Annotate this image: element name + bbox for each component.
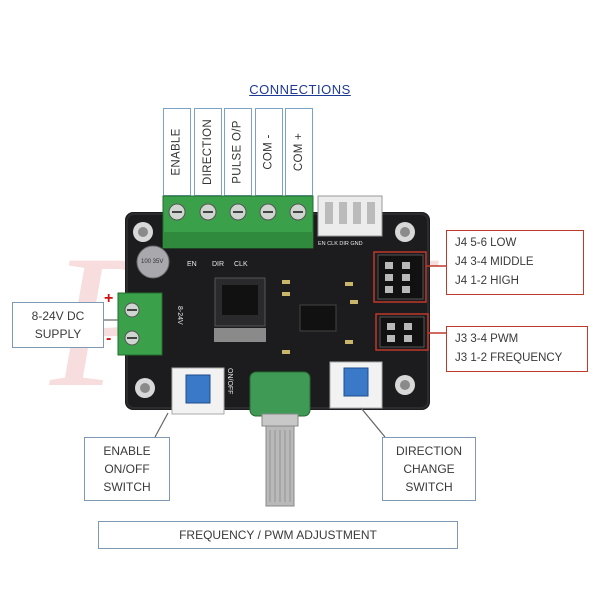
j4-high: J4 1-2 HIGH: [455, 275, 519, 287]
direction-switch-button: [343, 367, 369, 397]
silk-dir: DIR: [212, 261, 224, 268]
minus-sign: -: [106, 330, 112, 347]
direction-switch-label: DIRECTION CHANGE SWITCH: [382, 437, 476, 501]
label-com-minus: COM -: [255, 108, 283, 196]
j3-pwm: J3 3-4 PWM: [455, 333, 519, 345]
j3-highlight: [375, 313, 429, 351]
connections-title: CONNECTIONS: [249, 82, 351, 97]
label-pulse-op: PULSE O/P: [224, 108, 252, 196]
direction-callout-line: [360, 407, 386, 438]
silk-en: EN: [187, 261, 197, 268]
j4-jumper-header: [377, 254, 424, 300]
j4-middle: J4 3-4 MIDDLE: [455, 256, 534, 268]
label-direction: DIRECTION: [194, 108, 222, 196]
j4-callout: J4 5-6 LOW J4 3-4 MIDDLE J4 1-2 HIGH: [446, 230, 584, 295]
enable-switch-label: ENABLE ON/OFF SWITCH: [84, 437, 170, 501]
potentiometer-body: [249, 371, 311, 417]
silk-clk: CLK: [234, 261, 248, 268]
silk-vin: 8-24V: [176, 306, 183, 325]
controller-chip: [299, 304, 337, 332]
silk-header: EN CLK DIR GND: [318, 241, 363, 247]
frequency-pwm-adjustment-label: FREQUENCY / PWM ADJUSTMENT: [98, 521, 458, 549]
svg-text:100 35V: 100 35V: [141, 259, 163, 265]
j4-low: J4 5-6 LOW: [455, 237, 517, 249]
j3-frequency: J3 1-2 FREQUENCY: [455, 352, 563, 364]
j3-callout: J3 3-4 PWM J3 1-2 FREQUENCY: [446, 326, 588, 372]
capacitor: [136, 245, 170, 279]
pcb-board: [125, 212, 430, 410]
enable-callout-line: [154, 412, 169, 438]
j4-highlight: [373, 251, 427, 303]
enable-switch-button: [185, 374, 211, 404]
plus-sign: +: [104, 290, 114, 307]
supply-label: 8-24V DC SUPPLY: [12, 302, 104, 348]
j3-jumper-header: [379, 316, 425, 348]
silk-onoff: ON/OFF: [226, 368, 233, 394]
label-enable: ENABLE: [163, 108, 191, 196]
power-terminal: [117, 292, 163, 356]
